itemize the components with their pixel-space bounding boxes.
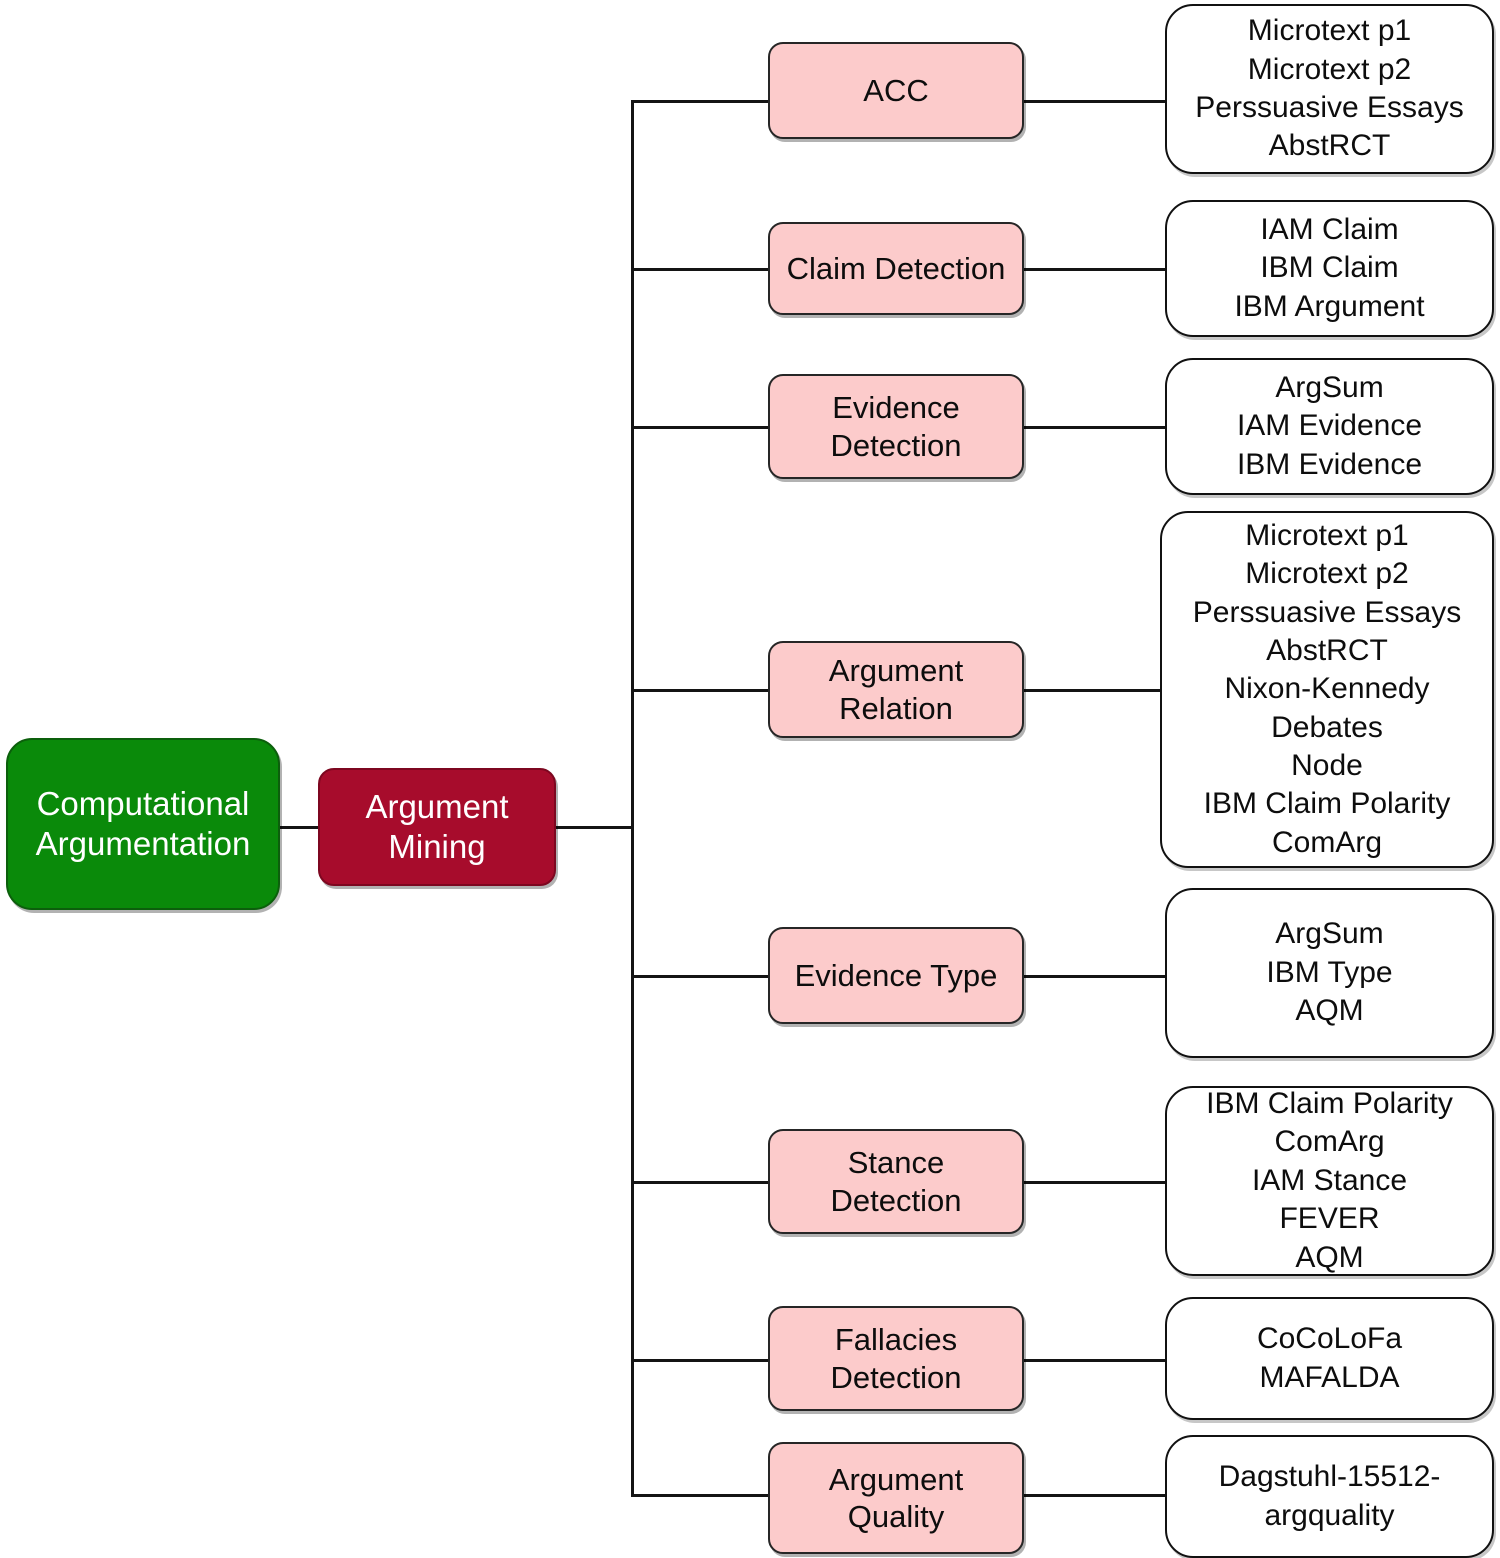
detail-box-argument-relation[interactable]: Microtext p1 Microtext p2 Perssuasive Es… <box>1160 511 1494 868</box>
edge-task-6-to-detail <box>1022 1181 1167 1184</box>
node-label: Evidence Detection <box>830 390 962 463</box>
edge-task-5-to-detail <box>1022 975 1167 978</box>
dataset-list: Dagstuhl-15512- argquality <box>1218 1460 1441 1532</box>
node-label: Fallacies Detection <box>830 1322 962 1395</box>
node-label: Argument Mining <box>365 788 509 865</box>
dataset-list: ArgSum IBM Type AQM <box>1266 917 1393 1028</box>
node-label: ACC <box>863 72 929 108</box>
edge-task-7-to-detail <box>1022 1359 1167 1362</box>
edge-spine-to-task-6 <box>631 1181 770 1184</box>
node-task-evidence-type[interactable]: Evidence Type <box>768 927 1024 1024</box>
edge-spine-to-task-2 <box>631 268 770 271</box>
node-label: Argument Quality <box>828 1461 964 1534</box>
node-argument-mining[interactable]: Argument Mining <box>318 768 556 886</box>
node-label: Argument Relation <box>828 653 964 726</box>
node-label: Evidence Type <box>794 957 998 993</box>
edge-spine-to-task-5 <box>631 975 770 978</box>
edge-task-1-to-detail <box>1022 100 1167 103</box>
edge-spine-to-task-3 <box>631 426 770 429</box>
detail-box-fallacies-detection[interactable]: CoCoLoFa MAFALDA <box>1165 1297 1494 1420</box>
detail-box-evidence-detection[interactable]: ArgSum IAM Evidence IBM Evidence <box>1165 358 1494 495</box>
edge-root-to-branch <box>280 826 320 829</box>
edge-spine-to-task-1 <box>631 100 770 103</box>
detail-box-stance-detection[interactable]: IBM Claim Polarity ComArg IAM Stance FEV… <box>1165 1086 1494 1276</box>
edge-task-8-to-detail <box>1022 1494 1167 1497</box>
node-task-stance-detection[interactable]: Stance Detection <box>768 1129 1024 1234</box>
node-computational-argumentation[interactable]: Computational Argumentation <box>6 738 280 910</box>
edge-spine-to-task-8 <box>631 1494 770 1497</box>
node-task-claim-detection[interactable]: Claim Detection <box>768 222 1024 315</box>
node-label: Stance Detection <box>830 1145 962 1218</box>
node-task-argument-relation[interactable]: Argument Relation <box>768 641 1024 738</box>
dataset-list: CoCoLoFa MAFALDA <box>1256 1322 1403 1394</box>
detail-box-argument-quality[interactable]: Dagstuhl-15512- argquality <box>1165 1435 1494 1558</box>
detail-box-evidence-type[interactable]: ArgSum IBM Type AQM <box>1165 888 1494 1058</box>
edge-spine-vertical <box>631 100 634 1496</box>
detail-box-acc[interactable]: Microtext p1 Microtext p2 Perssuasive Es… <box>1165 4 1494 174</box>
detail-box-claim-detection[interactable]: IAM Claim IBM Claim IBM Argument <box>1165 200 1494 337</box>
edge-task-3-to-detail <box>1022 426 1167 429</box>
node-task-acc[interactable]: ACC <box>768 42 1024 139</box>
dataset-list: ArgSum IAM Evidence IBM Evidence <box>1236 370 1423 481</box>
edge-spine-to-task-7 <box>631 1359 770 1362</box>
edge-task-4-to-detail <box>1022 689 1162 692</box>
dataset-list: IBM Claim Polarity ComArg IAM Stance FEV… <box>1206 1087 1453 1274</box>
dataset-list: Microtext p1 Microtext p2 Perssuasive Es… <box>1195 14 1464 163</box>
node-task-evidence-detection[interactable]: Evidence Detection <box>768 374 1024 479</box>
edge-branch-to-spine <box>554 826 633 829</box>
node-label: Computational Argumentation <box>35 785 251 862</box>
node-label: Claim Detection <box>786 250 1006 286</box>
node-task-fallacies-detection[interactable]: Fallacies Detection <box>768 1306 1024 1411</box>
edge-spine-to-task-4 <box>631 689 770 692</box>
node-task-argument-quality[interactable]: Argument Quality <box>768 1442 1024 1554</box>
dataset-list: Microtext p1 Microtext p2 Perssuasive Es… <box>1192 518 1462 859</box>
edge-task-2-to-detail <box>1022 268 1167 271</box>
dataset-list: IAM Claim IBM Claim IBM Argument <box>1234 212 1425 323</box>
